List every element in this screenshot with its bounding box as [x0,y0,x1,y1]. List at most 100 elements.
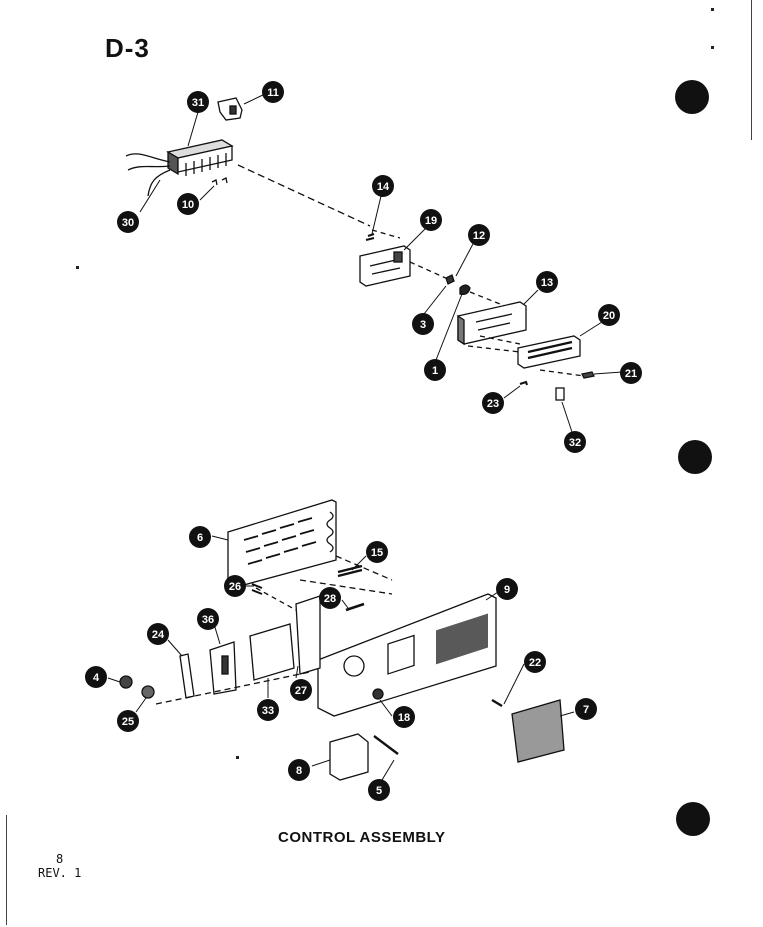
callout-badge: 30 [117,211,139,233]
bracket-part [217,97,243,121]
callout-badge: 33 [257,699,279,721]
svg-text:10: 10 [182,199,194,211]
svg-text:5: 5 [376,785,382,797]
callout-badge: 31 [187,91,209,113]
svg-text:3: 3 [420,319,426,331]
page-footer: 8 REV. 1 [38,852,81,880]
callout-badge: 8 [288,759,310,781]
svg-text:22: 22 [529,657,541,669]
callout-badge: 20 [598,304,620,326]
strip-part [179,653,195,699]
screw-part [345,602,365,612]
screw-part [519,380,528,386]
callout-badges: 31 11 30 10 14 19 12 3 13 1 20 21 23 32 … [85,81,642,801]
svg-text:7: 7 [583,704,589,716]
binder-hole-middle [678,440,712,474]
diagram-code: D-3 [105,33,150,63]
shaft-part [459,284,471,296]
svg-text:1: 1 [432,365,438,377]
callout-badge: 1 [424,359,446,381]
callout-badge: 26 [224,575,246,597]
scan-speck [76,266,79,269]
scan-speck [711,46,714,49]
callout-badge: 27 [290,679,312,701]
callout-badge: 6 [189,526,211,548]
svg-text:31: 31 [192,97,204,109]
svg-text:13: 13 [541,277,553,289]
callout-badge: 21 [620,362,642,384]
screw-part [491,698,503,708]
svg-text:12: 12 [473,230,485,242]
callout-badge: 24 [147,623,169,645]
svg-text:19: 19 [425,215,437,227]
callout-badge: 32 [564,431,586,453]
svg-text:33: 33 [262,705,274,717]
scan-speck [236,756,239,759]
diagram-caption: CONTROL ASSEMBLY [278,829,446,846]
screw-part [365,233,375,241]
svg-text:25: 25 [122,716,134,728]
callout-badge: 36 [197,608,219,630]
fastener-part [251,583,263,595]
svg-text:6: 6 [197,532,203,544]
svg-text:8: 8 [296,765,302,777]
terminal-cover-part [329,733,369,781]
callout-badge: 19 [420,209,442,231]
svg-text:27: 27 [295,685,307,697]
knob-part [445,274,455,285]
clip-part [581,371,595,379]
svg-text:4: 4 [93,672,100,684]
callout-badge: 3 [412,313,434,335]
svg-text:21: 21 [625,368,637,380]
callout-badge: 9 [496,578,518,600]
svg-text:26: 26 [229,581,241,593]
control-plate-part [295,593,497,717]
callout-badge: 13 [536,271,558,293]
escutcheon-frame-part [457,301,527,346]
spring-part [141,685,155,699]
spacer-part [337,564,363,578]
svg-text:23: 23 [487,398,499,410]
callout-badge: 14 [372,175,394,197]
clip-part [211,177,228,186]
binder-hole-top [675,80,709,114]
svg-text:30: 30 [122,217,134,229]
svg-text:18: 18 [398,712,410,724]
page-number: 8 [56,852,64,866]
callout-badge: 18 [393,706,415,728]
svg-text:9: 9 [504,584,510,596]
mounting-bracket-part [209,641,237,695]
filter-pad-part [511,699,565,763]
svg-text:15: 15 [371,547,383,559]
touch-panel-part [517,335,581,369]
svg-text:11: 11 [267,87,279,99]
callout-badge: 4 [85,666,107,688]
callout-badge: 23 [482,392,504,414]
scan-speck [711,8,714,11]
label-part [555,387,565,401]
callout-badge: 11 [262,81,284,103]
binder-hole-bottom [676,802,710,836]
callout-badge: 10 [177,193,199,215]
callout-badge: 12 [468,224,490,246]
switch-block-part [125,139,234,197]
grommet-part [372,688,384,700]
callout-badge: 5 [368,779,390,801]
nut-part [119,675,133,689]
svg-text:32: 32 [569,437,581,449]
svg-text:14: 14 [377,181,390,193]
control-board-part [359,245,411,287]
callout-badge: 28 [319,587,341,609]
screw-part [373,735,399,755]
callout-badge: 22 [524,651,546,673]
svg-text:28: 28 [324,593,336,605]
revision-label: REV. 1 [38,866,82,880]
svg-text:36: 36 [202,614,214,626]
scan-edge-line [6,815,7,925]
svg-text:20: 20 [603,310,615,322]
callout-badge: 7 [575,698,597,720]
scan-edge-line [751,0,752,140]
callout-badge: 15 [366,541,388,563]
insulating-board-part [249,623,295,681]
